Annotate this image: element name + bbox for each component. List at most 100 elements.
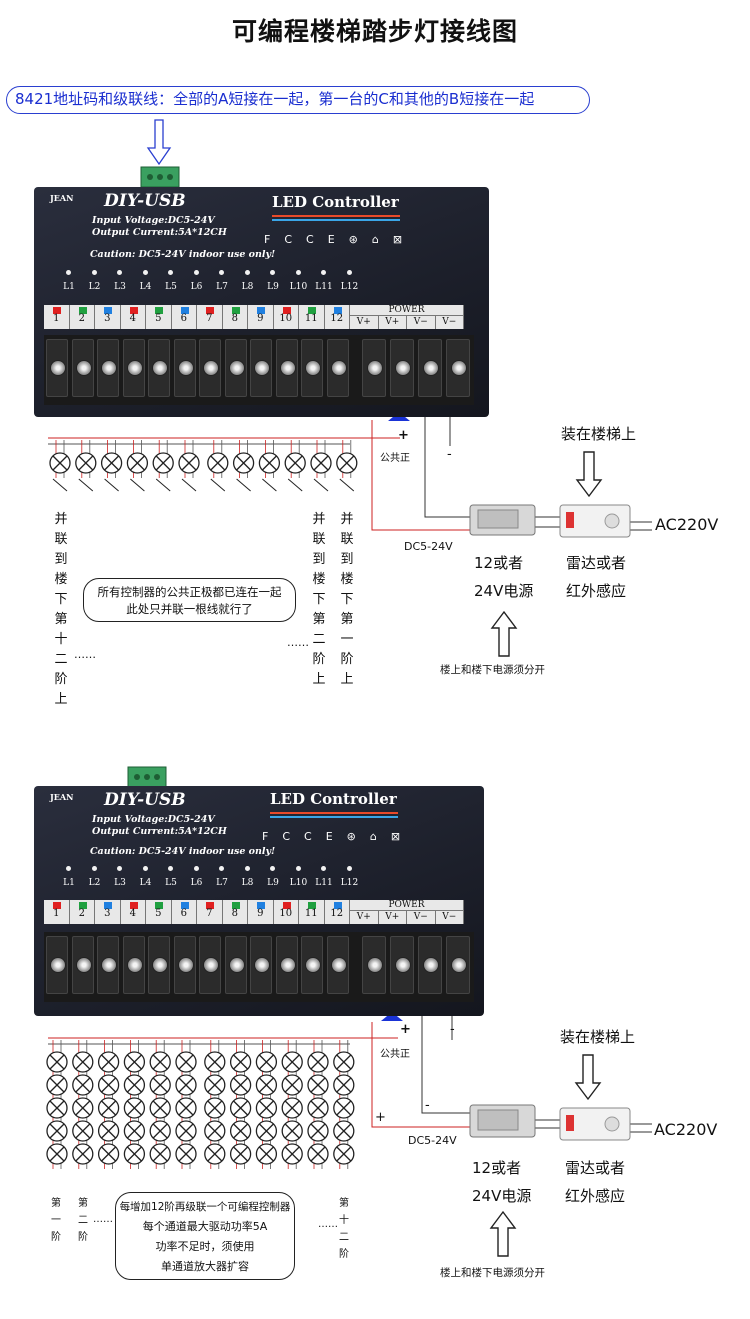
lamp-icon bbox=[72, 1074, 94, 1096]
led-label: L8 bbox=[241, 282, 254, 292]
mount-arrow-icon-2 bbox=[575, 1054, 601, 1100]
lamp-icon bbox=[333, 1120, 355, 1142]
controller-model: DIY-USB bbox=[104, 191, 186, 211]
psu-voltage: DC5-24V bbox=[404, 540, 453, 553]
lamp-icon bbox=[175, 1143, 197, 1165]
lamp-icon bbox=[204, 1051, 226, 1073]
psu-voltage-2: DC5-24V bbox=[408, 1134, 457, 1147]
mount-arrow-icon bbox=[576, 451, 602, 497]
separate-arrow-icon bbox=[491, 611, 517, 657]
led-label: L7 bbox=[216, 282, 228, 292]
power-terminal-label: V+ bbox=[379, 911, 407, 924]
lamp-icon bbox=[204, 1074, 226, 1096]
power-terminal-label: V− bbox=[407, 911, 436, 924]
power-supply-icon-2 bbox=[469, 1104, 536, 1138]
step-2-label: 第二阶 bbox=[78, 1198, 88, 1243]
channel-cell: 12 bbox=[325, 305, 350, 329]
lamp-icon bbox=[72, 1120, 94, 1142]
ellipsis-left: …… bbox=[74, 648, 96, 661]
lamp-icon bbox=[229, 1120, 252, 1142]
power-title: POWER bbox=[350, 900, 464, 911]
led-indicator bbox=[219, 866, 224, 871]
lamp-icon bbox=[307, 1120, 329, 1142]
lamp-icon bbox=[333, 1097, 355, 1119]
lamp-icon bbox=[123, 1097, 146, 1119]
power-terminal-label: V+ bbox=[350, 316, 379, 329]
power-supply-icon bbox=[469, 504, 536, 536]
psu-desc-line2: 24V电源 bbox=[474, 582, 534, 600]
lamp-icon bbox=[307, 1074, 329, 1096]
power-terminal-label: V+ bbox=[350, 911, 379, 924]
led-label: L2 bbox=[88, 878, 101, 888]
channel-cell: 7 bbox=[197, 305, 223, 329]
step-12-label: 第十二阶 bbox=[339, 1198, 349, 1260]
led-label: L10 bbox=[289, 878, 308, 888]
channel-cell: 2 bbox=[70, 305, 95, 329]
lamp-icon bbox=[207, 452, 229, 474]
led-label: L12 bbox=[340, 878, 359, 888]
power-terminal-label: V− bbox=[436, 316, 464, 329]
sensor-desc-line1-2: 雷达或者 bbox=[565, 1159, 626, 1177]
lamp-icon bbox=[255, 1143, 278, 1165]
sensor-desc-line2-2: 红外感应 bbox=[565, 1187, 626, 1205]
channel-cell: 11 bbox=[299, 305, 325, 329]
led-indicator bbox=[117, 866, 122, 871]
separate-power-note-2: 楼上和楼下电源须分开 bbox=[440, 1267, 545, 1279]
minus-sign-3: - bbox=[425, 1098, 430, 1113]
led-indicator bbox=[346, 866, 352, 871]
cert-marks-2: FCCE⊛⌂⊠ bbox=[262, 830, 415, 843]
led-label: L7 bbox=[216, 878, 228, 888]
controller-brand-2: JEAN bbox=[50, 792, 74, 802]
lamp-icon bbox=[281, 1074, 303, 1096]
led-indicator bbox=[168, 866, 173, 871]
lamp-icon bbox=[97, 1074, 120, 1096]
controller-board: JEAN DIY-USB Input Voltage:DC5-24V Outpu… bbox=[34, 187, 489, 417]
channel-cell: 1 bbox=[44, 900, 70, 924]
lamp-icon bbox=[123, 1074, 146, 1096]
caution-text-2: Caution: DC5-24V indoor use only! bbox=[90, 846, 276, 857]
lamp-icon bbox=[175, 1120, 197, 1142]
led-indicator bbox=[270, 866, 275, 871]
lamp-icon bbox=[46, 1097, 68, 1119]
common-positive-label: 公共正 bbox=[380, 453, 410, 464]
lamp-icon bbox=[46, 1051, 68, 1073]
screw-terminal bbox=[390, 339, 414, 397]
lamp-icon bbox=[333, 1143, 355, 1165]
screw-terminal bbox=[224, 936, 247, 994]
minus-sign: - bbox=[447, 447, 452, 462]
separate-power-note: 楼上和楼下电源须分开 bbox=[440, 664, 545, 676]
caution-text: Caution: DC5-24V indoor use only! bbox=[90, 249, 276, 260]
channel-cell: 6 bbox=[172, 305, 197, 329]
led-label: L9 bbox=[267, 282, 279, 292]
channel-cell: 2 bbox=[70, 900, 95, 924]
lamp-icon bbox=[97, 1143, 120, 1165]
lamp-icon bbox=[229, 1051, 252, 1073]
expansion-info-box: 每增加12阶再级联一个可编程控制器 每个通道最大驱动功率5A 功率不足时，须使用… bbox=[115, 1192, 295, 1280]
lamp-icon bbox=[307, 1143, 329, 1165]
plus-sign-3: + bbox=[375, 1110, 386, 1125]
channel-cell: 3 bbox=[95, 305, 121, 329]
screw-terminal bbox=[71, 936, 94, 994]
screw-terminal bbox=[362, 936, 386, 994]
led-label: L5 bbox=[165, 282, 177, 292]
screw-terminal bbox=[71, 339, 94, 397]
led-label: L4 bbox=[139, 878, 152, 888]
lamp-icon bbox=[281, 1143, 303, 1165]
plus-sign: + bbox=[398, 428, 409, 443]
parallel-step-1: 并联到楼下第一阶上 bbox=[340, 512, 354, 687]
lamp-icon bbox=[229, 1097, 252, 1119]
ellipsis-right-2: …… bbox=[318, 1219, 338, 1230]
lamp-icon bbox=[149, 1143, 171, 1165]
common-positive-label-2: 公共正 bbox=[380, 1049, 410, 1060]
lamp-icon bbox=[284, 452, 306, 474]
screw-terminal bbox=[199, 339, 221, 397]
lamp-icon bbox=[72, 1097, 94, 1119]
led-indicator bbox=[193, 270, 199, 275]
led-indicator bbox=[295, 866, 301, 871]
led-label: L3 bbox=[114, 878, 126, 888]
screw-terminal bbox=[173, 936, 196, 994]
lamp-icon bbox=[258, 452, 281, 474]
lamp-icon bbox=[255, 1051, 278, 1073]
lamp-icon bbox=[229, 1074, 252, 1096]
sensor-desc-line1: 雷达或者 bbox=[566, 554, 627, 572]
